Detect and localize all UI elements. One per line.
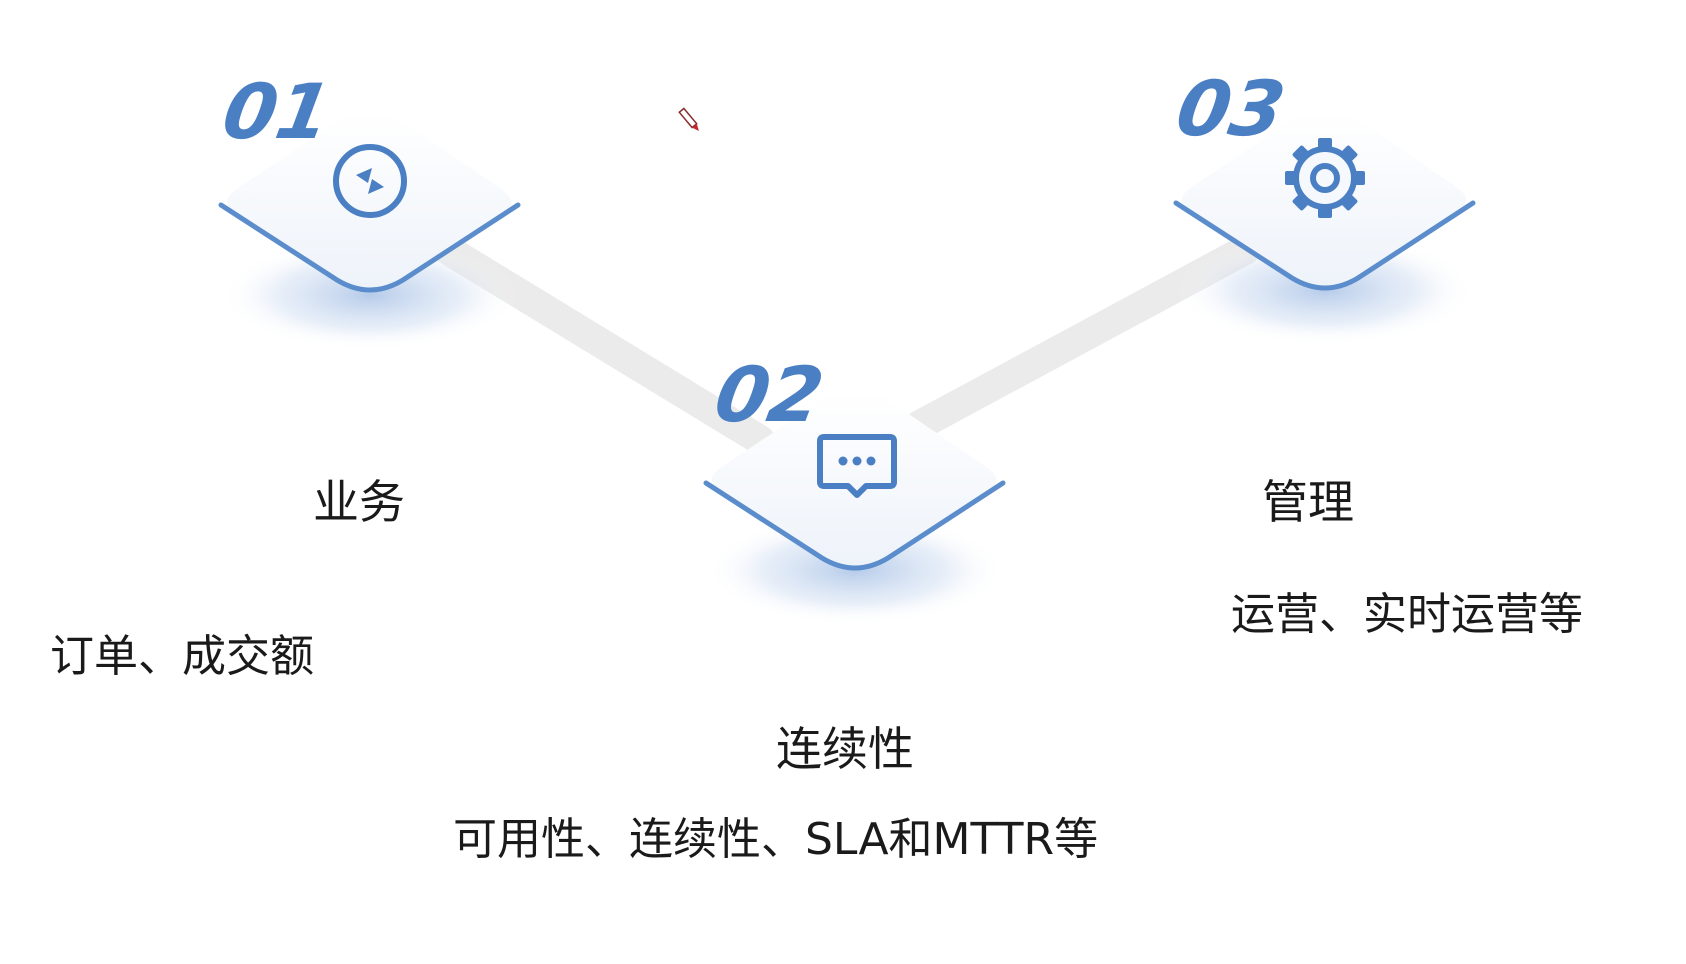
step-3-desc: 运营、实时运营等 [1231,589,1583,640]
step-1-node: 01 [216,69,521,350]
chat-bubble-icon [817,434,897,498]
step-2-node: 02 [703,352,1006,625]
step-1-desc: 订单、成交额 [50,631,314,682]
pen-cursor-icon [678,107,699,132]
step-1-shadow [220,240,520,350]
step-2-number: 02 [708,352,829,440]
step-3-title: 管理 [1262,475,1354,529]
gear-icon [1285,138,1365,218]
step-3-node: 03 [1170,66,1476,345]
step-1-number: 01 [216,69,337,157]
step-1-title: 业务 [313,475,405,529]
step-2-desc: 可用性、连续性、SLA和MTTR等 [453,814,1099,865]
step-1-tile [226,112,512,288]
step-2-title: 连续性 [776,722,914,776]
circle-arrows-icon [333,144,407,218]
step-2-tile [711,390,997,566]
step-3-number: 03 [1170,66,1291,154]
